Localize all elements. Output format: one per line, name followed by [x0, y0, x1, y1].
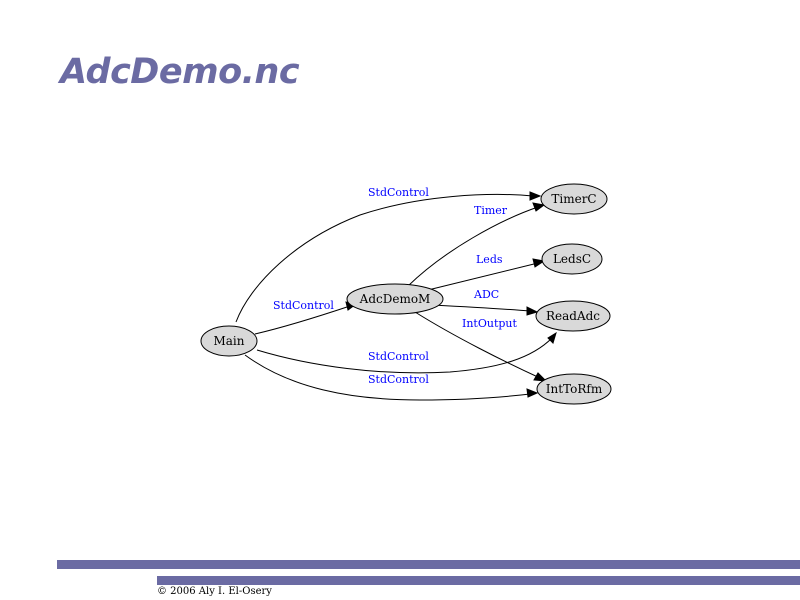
edge-main-timerc-arrow — [529, 191, 542, 201]
edge-adcdemom-inttorfm: IntOutput — [414, 311, 548, 382]
edge-adcdemom-ledsc-arrow — [532, 258, 546, 268]
edge-main-inttorfm: StdControl — [244, 354, 539, 401]
edge-main-readadc-arrow — [547, 331, 557, 344]
edge-main-adcdemom: StdControl — [254, 299, 358, 335]
node-main-label: Main — [213, 334, 244, 348]
edge-adcdemom-readadc-line — [431, 304, 531, 312]
edge-adcdemom-readadc-arrow — [526, 306, 539, 316]
edge-adcdemom-readadc: ADC — [431, 288, 539, 316]
node-ledsc-label: LedsC — [553, 252, 591, 266]
edge-adcdemom-timerc-arrow — [532, 202, 546, 212]
edge-main-readadc-line — [256, 337, 553, 374]
node-readadc: ReadAdc — [535, 300, 611, 332]
edge-label-adcdemom-timerc: Timer — [474, 204, 508, 217]
edge-main-readadc: StdControl — [256, 331, 557, 374]
edge-main-inttorfm-arrow — [526, 388, 539, 398]
edge-main-timerc: StdControl — [235, 186, 542, 323]
edge-label-adcdemom-inttorfm: IntOutput — [462, 317, 517, 330]
footer-bar-bottom — [157, 576, 800, 585]
edge-label-adcdemom-ledsc: Leds — [476, 253, 503, 266]
edge-main-timerc-line — [235, 193, 534, 323]
node-ledsc: LedsC — [541, 243, 603, 275]
node-inttorfm-label: IntToRfm — [546, 382, 603, 396]
edge-adcdemom-inttorfm-arrow — [533, 372, 548, 382]
edge-adcdemom-timerc-line — [407, 206, 539, 287]
edge-main-inttorfm-line — [244, 354, 531, 401]
edge-adcdemom-timerc: Timer — [407, 202, 546, 287]
edge-label-main-readadc: StdControl — [368, 350, 429, 363]
copyright-notice: © 2006 Aly I. El-Osery — [157, 586, 272, 597]
edge-label-main-timerc: StdControl — [368, 186, 429, 199]
edge-adcdemom-ledsc: Leds — [427, 253, 546, 291]
node-timerc-label: TimerC — [551, 192, 596, 206]
edge-label-main-inttorfm: StdControl — [368, 373, 429, 386]
slide-title: AdcDemo.nc — [60, 52, 300, 92]
edge-adcdemom-inttorfm-line — [414, 311, 541, 379]
footer-bar-top — [57, 560, 800, 569]
node-timerc: TimerC — [540, 183, 608, 215]
edge-main-adcdemom-line — [254, 305, 351, 335]
node-adcdemom-label: AdcDemoM — [359, 292, 431, 306]
node-inttorfm: IntToRfm — [536, 373, 612, 405]
edge-label-adcdemom-readadc: ADC — [473, 288, 499, 301]
node-main: Main — [200, 325, 258, 357]
node-adcdemom: AdcDemoM — [346, 283, 444, 315]
edge-label-main-adcdemom: StdControl — [273, 299, 334, 312]
node-readadc-label: ReadAdc — [546, 309, 600, 323]
edge-adcdemom-ledsc-line — [427, 262, 539, 291]
